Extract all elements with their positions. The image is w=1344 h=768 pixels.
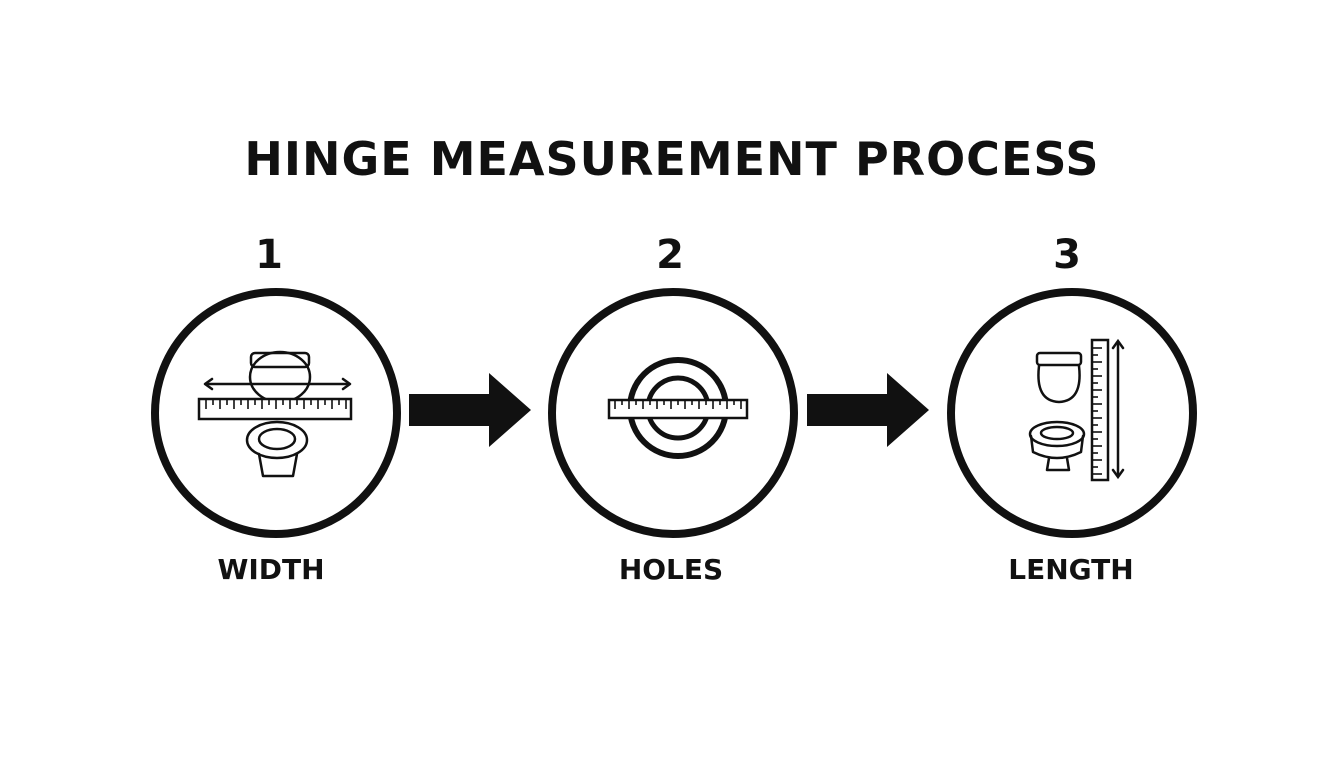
step-2-number: 2 [656, 232, 684, 278]
step-1-circle [151, 288, 401, 538]
step-2-label: HOLES [618, 553, 724, 586]
toilet-length-ruler-icon [1028, 338, 1125, 482]
step-2-circle [548, 288, 798, 538]
step-3-label: LENGTH [1008, 553, 1134, 586]
step-3-circle [947, 288, 1197, 538]
arrow-right-icon [807, 373, 929, 447]
bolt-holes-ruler-icon [607, 357, 749, 459]
arrow-right-icon [409, 373, 531, 447]
step-1-label: WIDTH [217, 553, 325, 586]
step-1-number: 1 [255, 232, 283, 278]
toilet-width-ruler-icon [197, 350, 353, 478]
step-3-number: 3 [1053, 232, 1081, 278]
diagram-title: HINGE MEASUREMENT PROCESS [244, 132, 1100, 186]
